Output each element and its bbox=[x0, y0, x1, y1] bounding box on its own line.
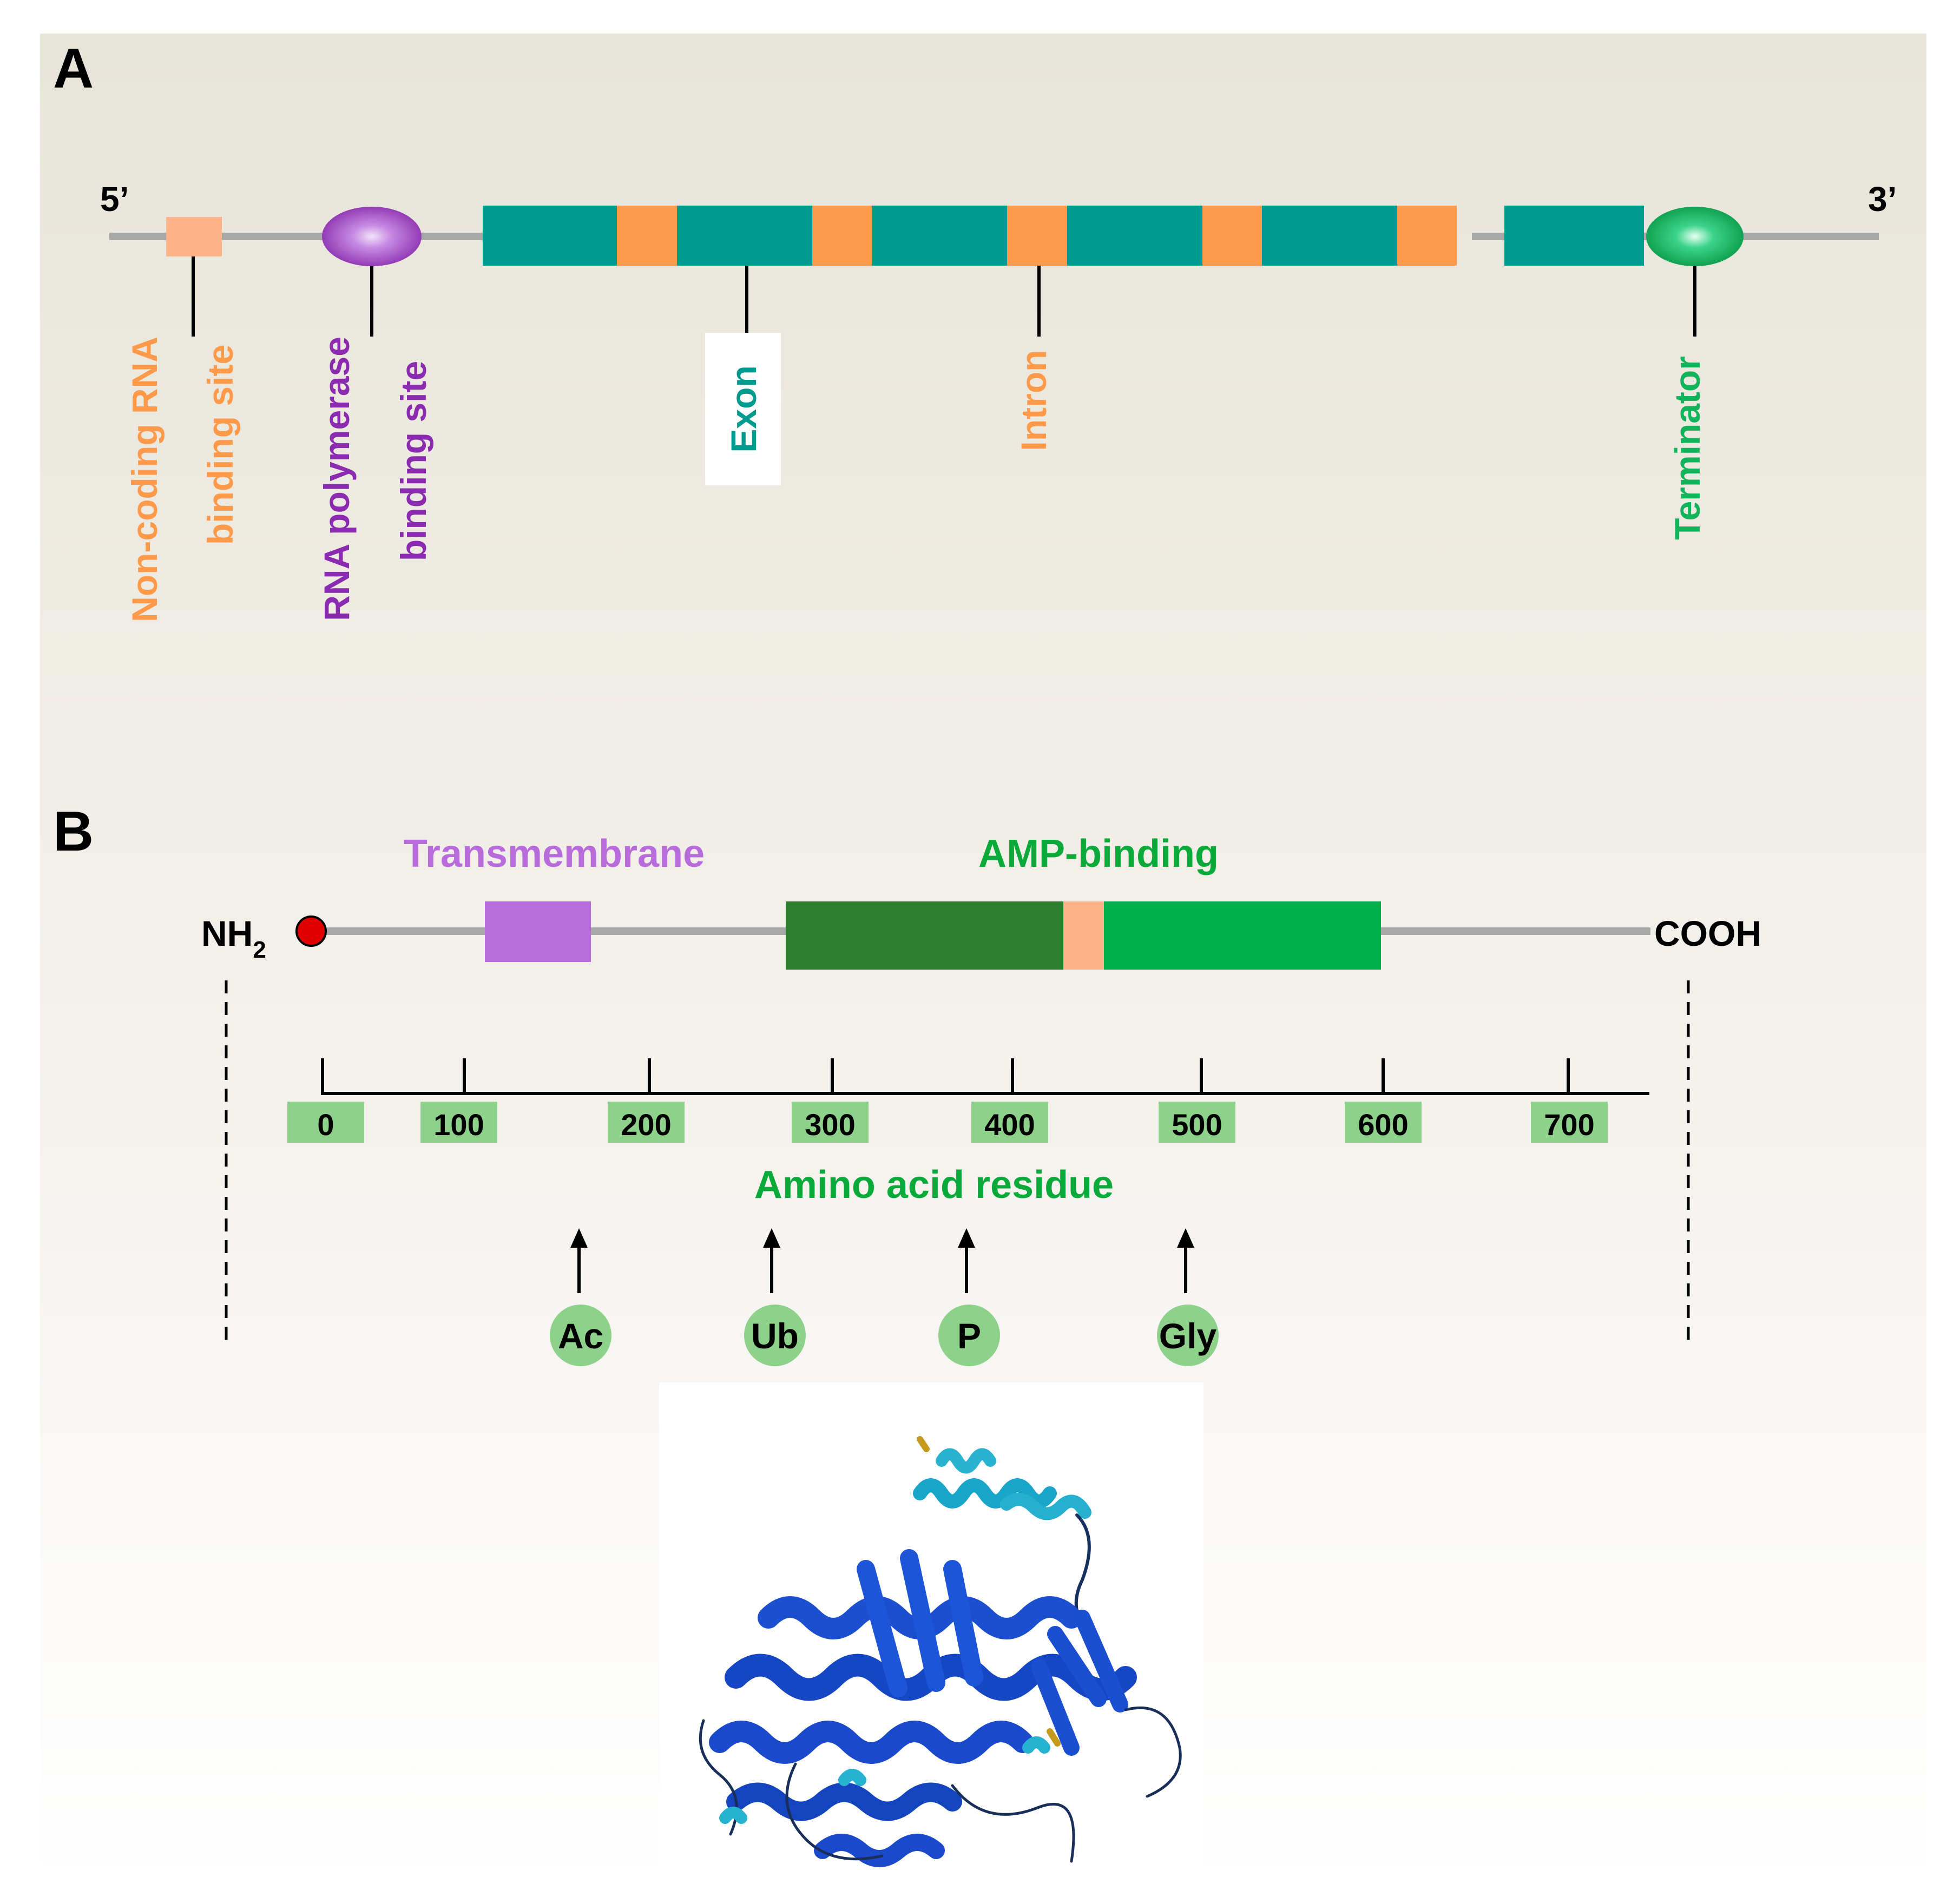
structure-coil-2 bbox=[951, 1706, 1182, 1863]
panel-a-label: A bbox=[53, 37, 94, 100]
protein-structure-image bbox=[659, 1382, 1203, 1884]
structure-helix-top2 bbox=[936, 1448, 996, 1474]
amp-binding-domain-c bbox=[1104, 901, 1381, 970]
gene-backbone-left bbox=[109, 233, 483, 240]
panel-a: A 5’ 3’ Non-coding RNA binding site bbox=[53, 37, 1897, 622]
terminator-site bbox=[1646, 207, 1744, 266]
structure-helix-right bbox=[1000, 1493, 1091, 1520]
amp-binding-label: AMP-binding bbox=[978, 832, 1219, 875]
ptm-label: Gly bbox=[1159, 1316, 1217, 1356]
intron-1 bbox=[617, 206, 677, 266]
exon-4 bbox=[1067, 206, 1202, 266]
ncrna-binding-site bbox=[166, 217, 222, 256]
structure-body-5 bbox=[814, 1834, 945, 1867]
tick-label: 400 bbox=[984, 1108, 1035, 1142]
residue-axis: 0 100 200 300 400 500 600 700 Amino acid… bbox=[287, 1058, 1649, 1207]
exon-6 bbox=[1504, 206, 1644, 266]
ptm-circle bbox=[938, 1305, 1000, 1366]
tick-label-box bbox=[1345, 1102, 1422, 1143]
structure-accent-1 bbox=[719, 1736, 1050, 1824]
arrow-head-icon bbox=[763, 1228, 780, 1248]
exon-1 bbox=[483, 206, 617, 266]
rnapol-label-line1: RNA polymerase bbox=[317, 337, 357, 621]
tick-label-box bbox=[1531, 1102, 1608, 1143]
tick-label-box bbox=[1159, 1102, 1235, 1143]
intron-label: Intron bbox=[1014, 350, 1054, 451]
amp-binding-linker bbox=[1063, 901, 1104, 970]
exon-2 bbox=[677, 206, 812, 266]
terminator-label: Terminator bbox=[1667, 356, 1707, 540]
ptm-acetylation: Ac bbox=[550, 1228, 611, 1366]
three-prime-label: 3’ bbox=[1868, 180, 1897, 219]
ptm-circle bbox=[550, 1305, 611, 1366]
structure-sheet-1 bbox=[857, 1549, 983, 1697]
tick-label: 300 bbox=[805, 1108, 855, 1142]
ncrna-label-line2: binding site bbox=[200, 345, 240, 545]
panel-b-label: B bbox=[53, 800, 94, 863]
arrow-head-icon bbox=[570, 1228, 588, 1248]
amp-binding-domain-n bbox=[786, 901, 1063, 970]
tick-label-box bbox=[971, 1102, 1048, 1143]
n-terminus-subscript: 2 bbox=[253, 937, 266, 963]
c-terminus-label: COOH bbox=[1654, 913, 1761, 953]
structure-body-4 bbox=[726, 1782, 962, 1821]
structure-sheet-2 bbox=[1031, 1610, 1128, 1756]
tick-label-box bbox=[608, 1102, 685, 1143]
ncrna-label-line1: Non-coding RNA bbox=[124, 337, 165, 622]
ptm-label: Ac bbox=[558, 1316, 603, 1356]
intron-4 bbox=[1202, 206, 1262, 266]
arrow-head-icon bbox=[1177, 1228, 1194, 1248]
n-terminus-text: NH bbox=[201, 913, 253, 953]
ptm-label: Ub bbox=[751, 1316, 799, 1356]
exon-3 bbox=[872, 206, 1007, 266]
intron-5 bbox=[1397, 206, 1457, 266]
structure-accent-2 bbox=[917, 1436, 1061, 1747]
axis-title: Amino acid residue bbox=[754, 1163, 1114, 1207]
tick-label-box bbox=[420, 1102, 497, 1143]
structure-body-3 bbox=[709, 1721, 1034, 1764]
panel-b: B Transmembrane AMP-binding NH2 COOH 0 1… bbox=[53, 800, 1761, 1884]
arrow-head-icon bbox=[958, 1228, 975, 1248]
tick-label: 100 bbox=[433, 1108, 484, 1142]
tick-label-box bbox=[287, 1102, 364, 1143]
exon-label-box bbox=[705, 333, 781, 485]
five-prime-label: 5’ bbox=[100, 180, 129, 219]
exon-5 bbox=[1262, 206, 1397, 266]
tick-label: 500 bbox=[1172, 1108, 1222, 1142]
tick-label: 600 bbox=[1358, 1108, 1408, 1142]
ptm-phosphorylation: P bbox=[938, 1228, 1000, 1366]
transmembrane-domain bbox=[485, 901, 591, 962]
transmembrane-label: Transmembrane bbox=[404, 832, 705, 875]
ptm-circle bbox=[744, 1305, 806, 1366]
n-terminus-label: NH2 bbox=[201, 913, 266, 963]
ptm-label: P bbox=[957, 1316, 981, 1356]
tick-label: 0 bbox=[317, 1108, 334, 1142]
n-terminus-dot bbox=[295, 915, 327, 947]
rna-polymerase-site bbox=[322, 207, 422, 266]
tick-label-box bbox=[792, 1102, 869, 1143]
tick-label: 200 bbox=[621, 1108, 671, 1142]
ptm-glycosylation: Gly bbox=[1157, 1228, 1219, 1366]
intron-2 bbox=[812, 206, 872, 266]
tick-label: 700 bbox=[1544, 1108, 1594, 1142]
intron-3 bbox=[1007, 206, 1067, 266]
ptm-ubiquitination: Ub bbox=[744, 1228, 806, 1366]
exon-label: Exon bbox=[724, 365, 764, 452]
rnapol-label-line2: binding site bbox=[393, 361, 433, 561]
ptm-circle bbox=[1157, 1305, 1219, 1366]
structure-helix-top bbox=[913, 1478, 1057, 1509]
